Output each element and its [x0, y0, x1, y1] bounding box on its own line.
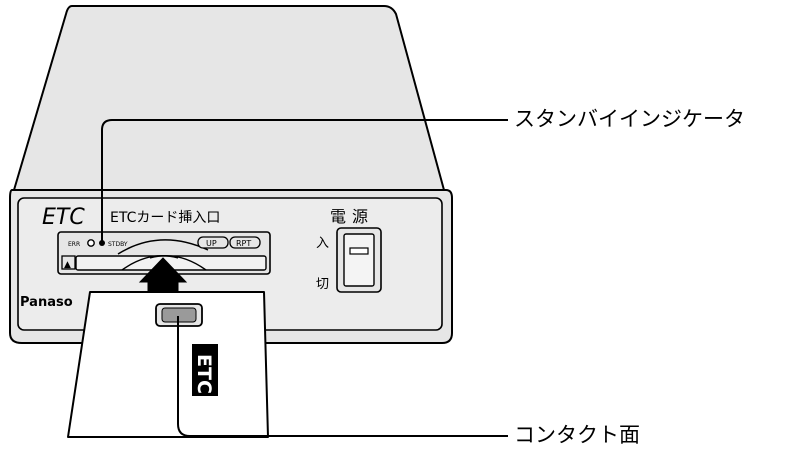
leader-line-standby: [101, 119, 508, 243]
slot-label: ETCカード挿入口: [110, 210, 220, 226]
power-switch-rocker[interactable]: [343, 233, 375, 287]
brand-label: Panaso: [20, 295, 73, 310]
rpt-button-label: RPT: [236, 239, 251, 248]
power-on-label: 入: [316, 236, 329, 251]
slot-guide-left: [121, 255, 179, 271]
leader-line-contact: [177, 316, 508, 437]
power-off-label: 切: [316, 277, 329, 292]
err-label: ERR: [68, 241, 80, 248]
slot-guide-right: [149, 255, 207, 271]
device-top-surface: [13, 5, 445, 191]
stdby-label: STDBY: [108, 241, 128, 248]
err-led: [87, 239, 95, 247]
unit-etc-logo: ETC: [42, 205, 85, 230]
power-switch-indicator: [349, 247, 369, 255]
card-etc-logo: ETC: [193, 354, 215, 394]
callout-standby-indicator: スタンバイインジケータ: [514, 107, 745, 131]
card-etc-logo-box: [192, 344, 218, 396]
eject-icon: ▲: [64, 260, 71, 270]
up-button-label: UP: [206, 239, 217, 248]
eject-button[interactable]: [61, 255, 76, 270]
up-button[interactable]: [197, 236, 229, 249]
power-label: 電源: [330, 207, 374, 226]
callout-contact-surface: コンタクト面: [514, 423, 640, 447]
rpt-button[interactable]: [229, 236, 261, 249]
